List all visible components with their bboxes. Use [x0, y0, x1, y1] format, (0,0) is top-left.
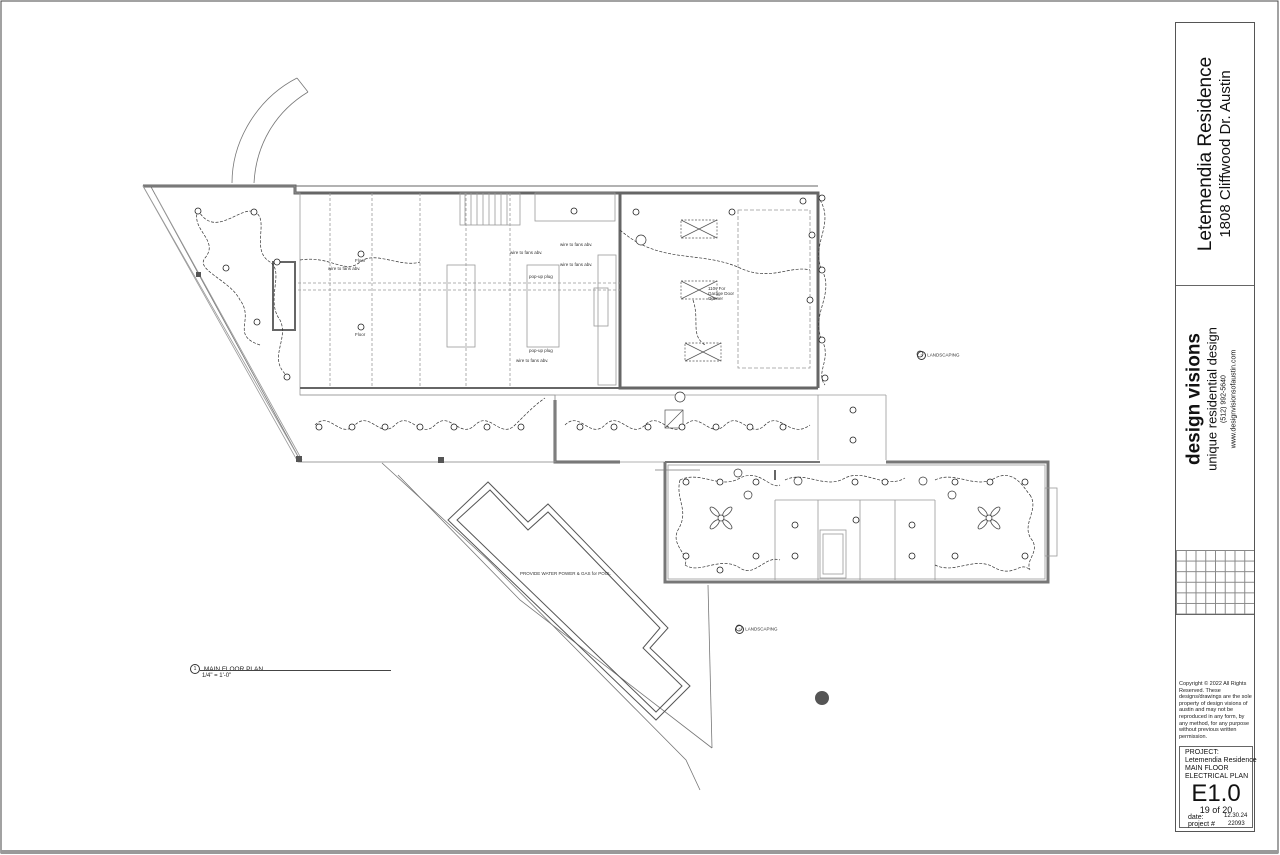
sheet-project-line3: ELECTRICAL PLAN: [1185, 773, 1249, 780]
pop-up-note-2: pop-up plug: [529, 348, 553, 353]
sheet-bottom-shadow: [1, 850, 1278, 854]
title-block: Letemendia Residence 1808 Cliffwood Dr. …: [1175, 22, 1257, 832]
wire-fan-note-1: wire to fans abv.: [328, 266, 361, 271]
firm-block: design visions unique residential design…: [1176, 285, 1254, 551]
sheet-number: E1.0: [1191, 780, 1241, 807]
date-label: date:: [1188, 814, 1204, 821]
wire-fan-note-5: wire to fans abv.: [516, 358, 549, 363]
plan-title-label: 1 MAIN FLOOR PLAN 1/4" = 1'-0": [190, 664, 391, 679]
plan-scale: 1/4" = 1'-0": [202, 673, 232, 679]
landscaping-note-2-text: LANDSCAPING: [745, 626, 778, 632]
light-fixtures: [194, 194, 1029, 574]
project-title-block: Letemendia Residence 1808 Cliffwood Dr. …: [1176, 23, 1254, 286]
copyright-note: Copyright © 2022 All Rights Reserved. Th…: [1179, 681, 1252, 740]
landscaping-note-2-num: 2: [735, 625, 744, 634]
project-no-label: project #: [1188, 821, 1215, 828]
project-no-value: 22093: [1228, 821, 1245, 827]
sheet-count: 19 of 20: [1199, 805, 1233, 815]
wire-fan-note-4: wire to fans abv.: [560, 262, 593, 267]
sheet-info: PROJECT: Letemendia Residence MAIN FLOOR…: [1179, 746, 1257, 828]
dark-marker: [196, 272, 829, 705]
circuit-wiring: [196, 199, 1035, 572]
project-label: PROJECT:: [1185, 749, 1219, 756]
ceiling-fan-icon: [709, 506, 1001, 530]
landscaping-note-1-text: LANDSCAPING: [927, 352, 960, 358]
pop-up-note-1: pop-up plug: [529, 274, 553, 279]
bedroom-wing-walls: [663, 460, 1050, 584]
floor-note-1: Floor: [355, 258, 366, 263]
firm-tagline: unique residential design: [1204, 327, 1220, 471]
landscaping-note-1: 2 LANDSCAPING: [917, 351, 960, 360]
firm-name: design visions: [1183, 333, 1205, 465]
garage-opener-note: 110v For Garage Door Opener: [708, 286, 735, 301]
bedroom-wing-inner: [667, 395, 1058, 580]
wire-fan-note-2: wire to fans abv.: [510, 250, 543, 255]
sheet-project-line1: Letemendia Residence: [1185, 757, 1257, 764]
plan-title-rule: [200, 670, 391, 671]
plan-title: MAIN FLOOR PLAN: [203, 665, 264, 673]
firm-phone: (512) 992-5640: [1220, 375, 1228, 423]
firm-website: www.designvisionsofaustin.com: [1230, 349, 1238, 449]
landscaping-note-2: 2 LANDSCAPING: [735, 625, 778, 634]
date-value: 12.30.24: [1224, 813, 1248, 819]
plan-title-number: 1: [190, 664, 200, 674]
pool-outline: [447, 481, 691, 721]
smoke-detector-icon: [635, 234, 957, 632]
revision-grid: [1176, 550, 1254, 615]
sheet-project-line2: MAIN FLOOR: [1185, 765, 1229, 772]
wire-fan-note-3: wire to fans abv.: [560, 242, 593, 247]
garage-fixtures: [664, 219, 722, 429]
landscaping-note-1-num: 2: [917, 351, 926, 360]
pool-note: PROVIDE WATER POWER & GAS for POOL: [520, 571, 611, 576]
project-address: 1808 Cliffwood Dr. Austin: [1217, 70, 1234, 238]
project-name: Letemendia Residence: [1195, 56, 1216, 252]
floor-note-2: Floor: [355, 332, 366, 337]
